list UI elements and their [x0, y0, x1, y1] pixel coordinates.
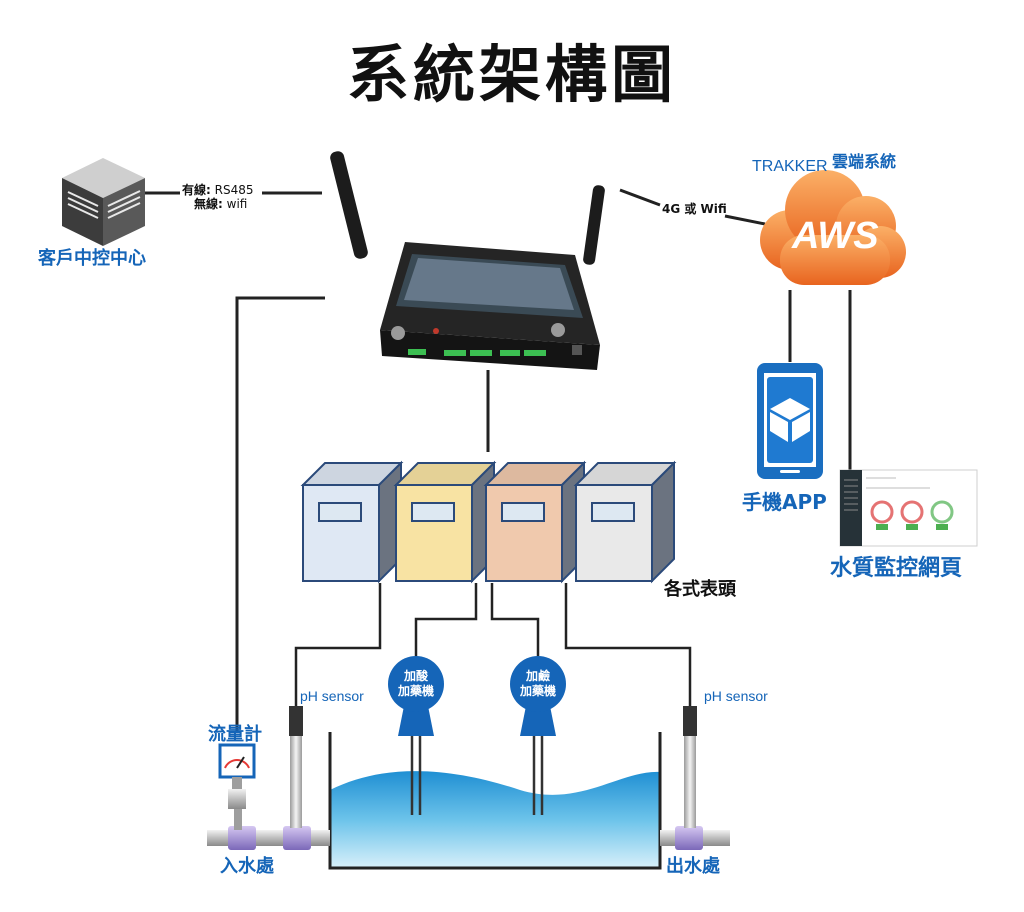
- wired-label: 有線:: [182, 183, 211, 197]
- wired-value: RS485: [214, 183, 254, 197]
- pump-alkali-line1: 加鹼: [525, 669, 550, 683]
- meters-label: 各式表頭: [664, 579, 736, 600]
- web-monitor-label: 水質監控網頁: [830, 556, 963, 581]
- client-center-label: 客戶中控中心: [38, 248, 146, 269]
- meters-group: [300, 460, 677, 584]
- flow-meter-label: 流量計: [208, 724, 262, 745]
- outlet-label: 出水處: [666, 856, 720, 877]
- pump-acid-line2: 加藥機: [397, 684, 434, 698]
- meter-display-2: [411, 502, 455, 522]
- cloud-system-label: 雲端系統: [832, 152, 897, 171]
- cloud-link-right: [724, 214, 766, 226]
- pump-acid-label: 加酸 加藥機: [386, 669, 446, 699]
- meter-lines: [294, 583, 692, 706]
- meter-box-4: [573, 460, 677, 584]
- gateway-device-icon: [330, 151, 605, 370]
- page-title: 系統架構圖: [346, 38, 677, 111]
- ph-sensor-left-probe: [289, 706, 303, 828]
- dosing-pump-acid-icon: [388, 656, 444, 815]
- trakker-label: TRAKKER: [752, 158, 828, 175]
- aws-label: AWS: [792, 215, 879, 257]
- water-tank: [328, 732, 662, 870]
- ph-sensor-right-probe: [683, 706, 697, 828]
- flow-meter-icon: [218, 743, 256, 830]
- ph-sensor-right-label: pH sensor: [704, 688, 768, 704]
- inlet-pipe: [207, 826, 330, 850]
- server-icon: [62, 158, 145, 246]
- meter-box-2: [393, 460, 497, 584]
- mobile-phone-icon: [757, 363, 823, 479]
- meter-box-1: [300, 460, 404, 584]
- connection-lines: [145, 188, 852, 733]
- wired-label-row: 有線: RS485: [182, 181, 254, 198]
- aws-cloud-icon: [760, 170, 906, 285]
- cloud-link-left: [619, 188, 661, 207]
- meter-box-3: [483, 460, 587, 584]
- dosing-pump-alkali-icon: [510, 656, 566, 815]
- flowmeter-link: [235, 296, 325, 733]
- ph-sensor-left-label: pH sensor: [300, 688, 364, 704]
- pump-acid-line1: 加酸: [403, 669, 428, 683]
- pump-alkali-label: 加鹼 加藥機: [508, 669, 568, 699]
- pump-alkali-line2: 加藥機: [519, 684, 556, 698]
- mobile-app-label: 手機APP: [742, 490, 827, 514]
- outlet-pipe: [660, 826, 730, 850]
- wireless-value: wifi: [226, 197, 248, 211]
- meter-display-3: [501, 502, 545, 522]
- wireless-label-row: 無線: wifi: [194, 195, 247, 212]
- inlet-label: 入水處: [220, 856, 274, 877]
- wireless-label: 無線:: [194, 197, 223, 211]
- meter-display-4: [591, 502, 635, 522]
- cloud-link-label: 4G 或 Wifi: [662, 202, 727, 216]
- web-dashboard-thumbnail: [839, 469, 978, 547]
- meter-display-1: [318, 502, 362, 522]
